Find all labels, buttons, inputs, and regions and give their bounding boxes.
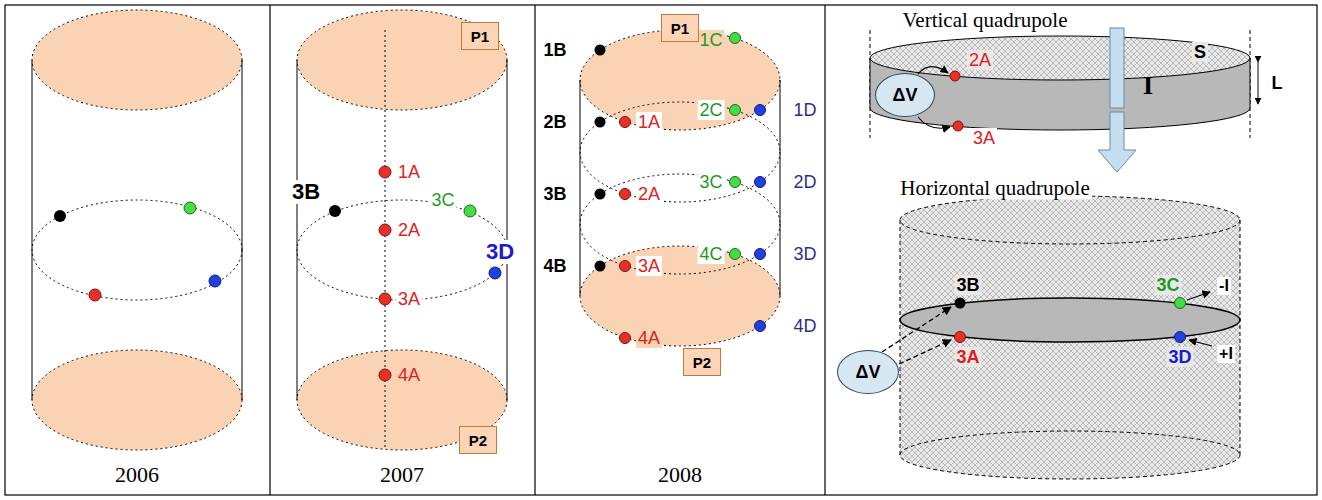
electrode-label: 4D <box>791 316 818 336</box>
electrode-label: 3B <box>290 180 322 204</box>
port-box: P1 <box>661 14 699 42</box>
electrode-label: 1A <box>636 112 662 132</box>
electrode-label: 3B <box>954 275 981 295</box>
electrode-label: 4A <box>396 365 422 385</box>
electrode-label: 3D <box>1166 347 1193 367</box>
electrode-label: 3A <box>396 289 422 309</box>
electrode-label: 2008 <box>656 463 704 487</box>
node-text: P1 <box>471 29 489 44</box>
electrode-label: Vertical quadrupole <box>900 9 1069 32</box>
port-box: P1 <box>461 22 499 50</box>
electrode-label: 1C <box>697 30 724 50</box>
electrode-label: -I <box>1217 277 1231 295</box>
electrode-label: 2C <box>697 100 724 120</box>
electrode-label: 2006 <box>113 463 161 487</box>
node-text: P1 <box>671 21 689 36</box>
node-text: ΔV <box>893 86 918 104</box>
voltmeter-ellipse: ΔV <box>875 73 935 117</box>
electrode-label: 3C <box>429 190 456 210</box>
electrode-label: 3A <box>954 347 981 367</box>
electrode-label: 2A <box>636 184 662 204</box>
electrode-label: 2007 <box>378 463 426 487</box>
node-text: P2 <box>693 355 711 370</box>
electrode-label: I <box>1141 72 1155 100</box>
electrode-label: 4B <box>541 256 568 276</box>
node-text: P2 <box>469 433 487 448</box>
electrode-label: 4C <box>697 244 724 264</box>
node-text: ΔV <box>856 363 881 381</box>
voltmeter-ellipse: ΔV <box>837 350 899 394</box>
electrode-label: 3C <box>697 172 724 192</box>
electrode-label: 3A <box>971 128 997 148</box>
electrode-label: 3D <box>791 244 818 264</box>
electrode-label: 3D <box>484 240 516 264</box>
port-box: P2 <box>459 426 497 454</box>
electrode-label: S <box>1192 42 1208 62</box>
electrode-label: 2D <box>791 172 818 192</box>
electrode-label: 3B <box>541 184 568 204</box>
electrode-label: 3A <box>636 256 662 276</box>
electrode-label: 1D <box>791 100 818 120</box>
electrode-label: 1B <box>541 40 568 60</box>
electrode-label: Horizontal quadrupole <box>898 177 1092 200</box>
electrode-label: L <box>1270 73 1285 93</box>
electrode-label: 3C <box>1154 275 1181 295</box>
electrode-label: 1A <box>396 162 422 182</box>
electrode-label: 2A <box>396 220 422 240</box>
port-box: P2 <box>683 348 721 376</box>
electrode-label: 2B <box>541 112 568 132</box>
electrode-label: +I <box>1217 345 1235 363</box>
electrode-label: 4A <box>636 328 662 348</box>
electrode-label: 2A <box>967 50 993 70</box>
